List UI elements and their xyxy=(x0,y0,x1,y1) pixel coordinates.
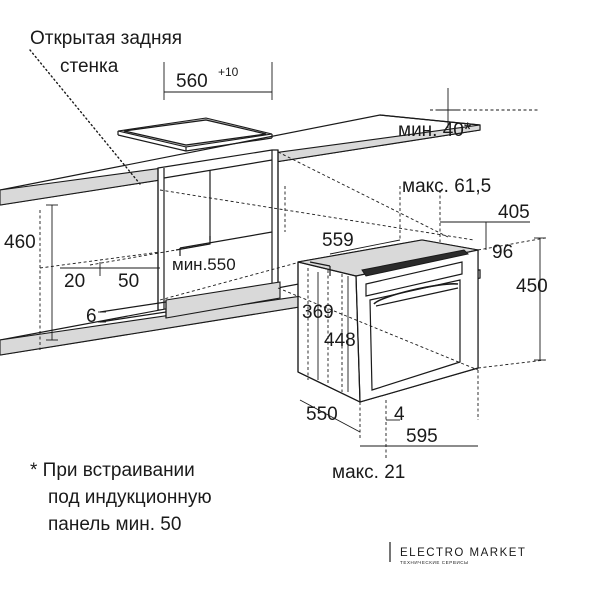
dimension-lines xyxy=(46,62,546,447)
label-width-tolerance: +10 xyxy=(218,65,239,79)
footnote-line-2: под индукционную xyxy=(48,487,212,508)
oven xyxy=(297,239,479,403)
back-wall-leader xyxy=(29,49,141,185)
label-405: 405 xyxy=(498,202,530,223)
label-min-top: мин. 40* xyxy=(398,120,472,141)
label-back-wall-1: Открытая задняя xyxy=(30,28,182,49)
label-595: 595 xyxy=(406,426,438,447)
projection-lines xyxy=(39,109,546,458)
watermark-sub: ТЕХНИЧЕСКИЕ СЕРВИСЫ xyxy=(400,560,469,565)
hob xyxy=(117,117,273,152)
label-448: 448 xyxy=(324,330,356,351)
label-550: 550 xyxy=(306,404,338,425)
footnote-line-1: * При встраивании xyxy=(30,460,195,481)
niche xyxy=(157,149,279,311)
label-min-550: мин.550 xyxy=(172,255,236,274)
label-460: 460 xyxy=(4,232,36,253)
label-max-21: макс. 21 xyxy=(332,462,405,483)
label-450: 450 xyxy=(516,276,548,297)
label-max-depth: макс. 61,5 xyxy=(402,176,491,197)
footnote-line-3: панель мин. 50 xyxy=(48,514,181,535)
label-6: 6 xyxy=(86,306,97,327)
label-50: 50 xyxy=(118,271,139,292)
watermark-brand: ELECTRO MARKET xyxy=(400,547,526,559)
label-369: 369 xyxy=(302,302,334,323)
label-559: 559 xyxy=(322,230,354,251)
label-back-wall-2: стенка xyxy=(60,56,119,77)
label-96: 96 xyxy=(492,242,513,263)
label-width-cutout: 560 xyxy=(176,71,208,92)
label-4: 4 xyxy=(394,404,405,425)
watermark: ELECTRO MARKET ТЕХНИЧЕСКИЕ СЕРВИСЫ xyxy=(389,542,526,565)
label-20: 20 xyxy=(64,271,85,292)
